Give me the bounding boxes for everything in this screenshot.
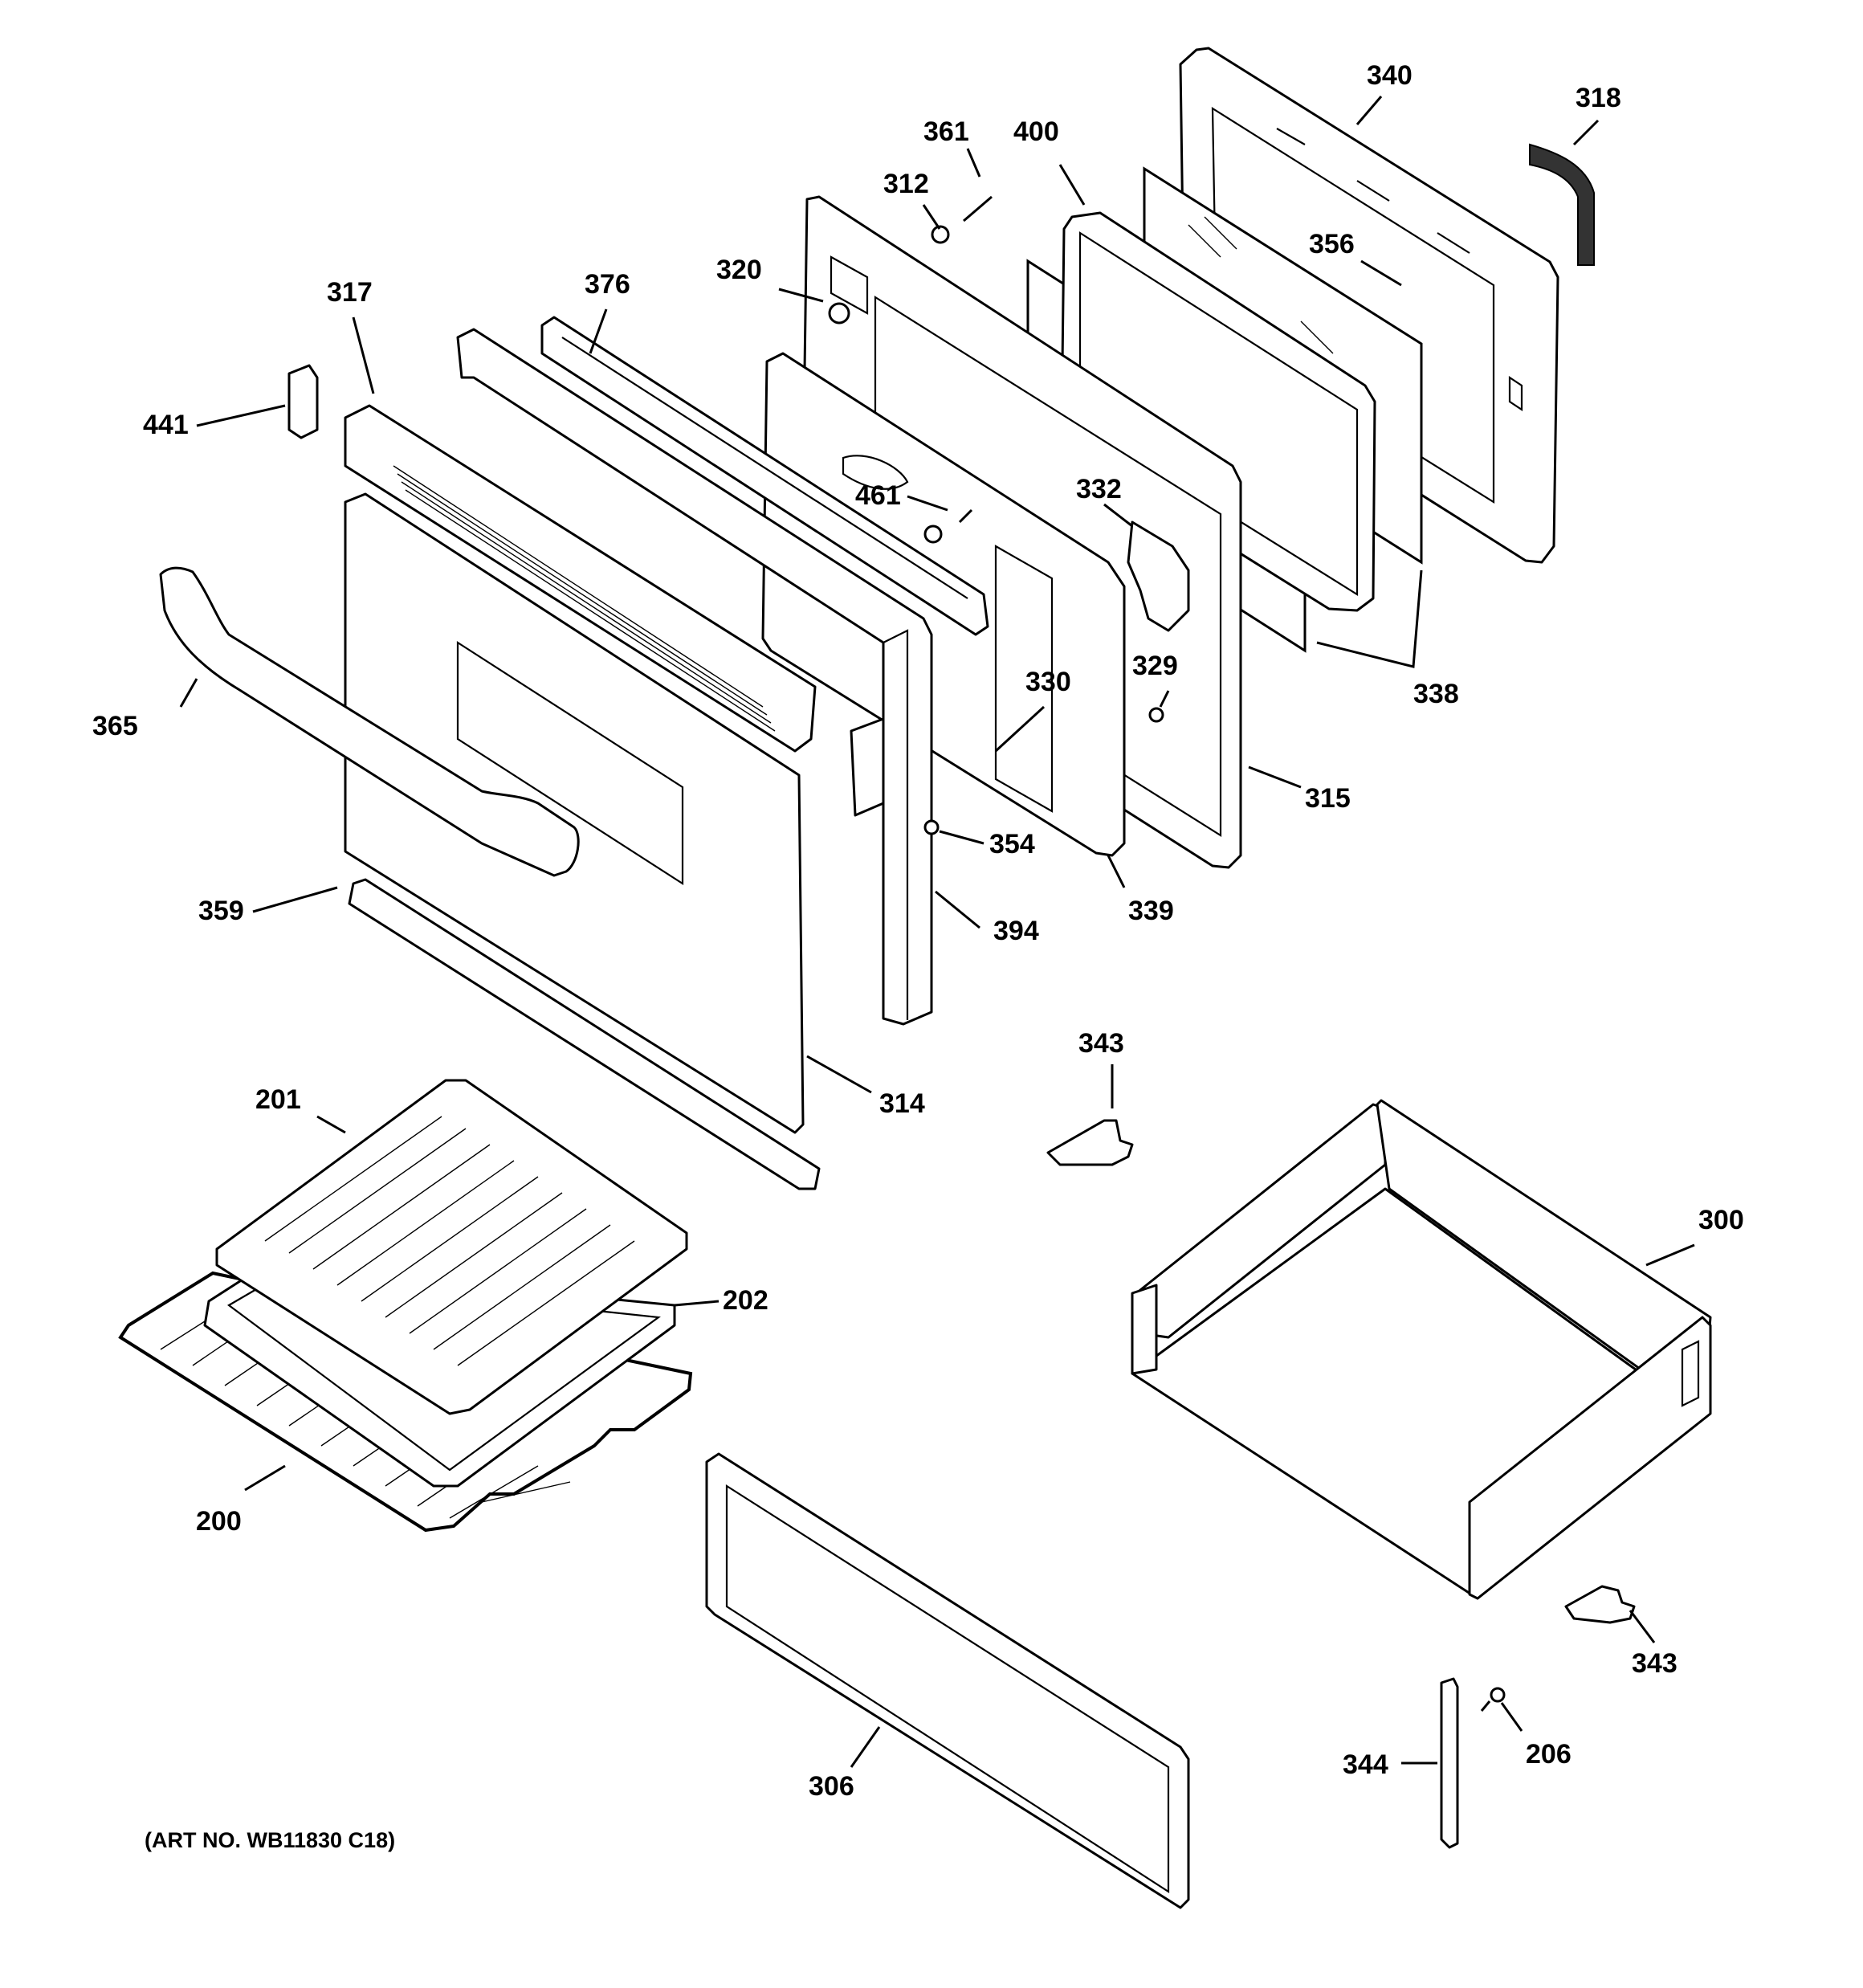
callout-365: 365 bbox=[92, 711, 138, 741]
part-441-bracket bbox=[287, 364, 319, 439]
callout-361: 361 bbox=[923, 116, 969, 147]
part-206-screw bbox=[1480, 1687, 1506, 1712]
part-359-bottom-trim bbox=[348, 878, 821, 1190]
callout-344: 344 bbox=[1343, 1749, 1388, 1780]
callout-315: 315 bbox=[1305, 783, 1351, 814]
callout-339: 339 bbox=[1128, 896, 1174, 926]
part-317-vent-trim bbox=[344, 404, 817, 753]
part-300-drawer-body bbox=[1131, 1099, 1712, 1600]
callout-343-lower: 343 bbox=[1632, 1648, 1678, 1679]
callout-441: 441 bbox=[143, 410, 189, 440]
callout-332: 332 bbox=[1076, 474, 1122, 504]
part-343-slide-lower bbox=[1564, 1585, 1636, 1624]
callout-318: 318 bbox=[1576, 83, 1621, 113]
callout-306: 306 bbox=[809, 1771, 854, 1802]
callout-labels: 340 318 361 400 312 356 320 376 317 441 … bbox=[92, 60, 1744, 1852]
callout-201: 201 bbox=[255, 1084, 301, 1115]
part-343-slide-upper bbox=[1046, 1119, 1134, 1166]
part-314-outer-door bbox=[344, 492, 805, 1134]
callout-329: 329 bbox=[1132, 651, 1178, 681]
callout-312: 312 bbox=[883, 169, 929, 199]
art-number-label: (ART NO. WB11830 C18) bbox=[145, 1828, 395, 1852]
callout-461: 461 bbox=[855, 480, 901, 511]
callout-314: 314 bbox=[879, 1088, 925, 1119]
part-344-rail bbox=[1440, 1677, 1459, 1849]
callout-343-upper: 343 bbox=[1078, 1028, 1124, 1059]
callout-330: 330 bbox=[1025, 667, 1071, 697]
callout-400: 400 bbox=[1013, 116, 1059, 147]
callout-338: 338 bbox=[1413, 679, 1459, 709]
callout-206: 206 bbox=[1526, 1739, 1572, 1770]
callout-394: 394 bbox=[993, 916, 1039, 946]
part-376-top-channel bbox=[540, 316, 989, 636]
part-394-side-frame bbox=[456, 328, 933, 1026]
part-306-drawer-front bbox=[705, 1452, 1190, 1909]
callout-354: 354 bbox=[989, 829, 1035, 859]
leader-lines bbox=[179, 96, 1695, 1768]
callout-202: 202 bbox=[723, 1285, 768, 1316]
part-201-broiler-insert bbox=[215, 1079, 688, 1415]
hardware-screws bbox=[923, 195, 1164, 835]
part-318-gasket bbox=[1529, 143, 1595, 266]
callout-340: 340 bbox=[1367, 60, 1413, 91]
part-332-hinge bbox=[1127, 520, 1190, 632]
callout-359: 359 bbox=[198, 896, 244, 926]
part-365-handle bbox=[159, 566, 580, 877]
callout-320: 320 bbox=[716, 255, 762, 285]
callout-376: 376 bbox=[585, 269, 630, 300]
callout-300: 300 bbox=[1698, 1205, 1744, 1235]
callout-356: 356 bbox=[1309, 229, 1355, 259]
callout-317: 317 bbox=[327, 277, 373, 308]
callout-200: 200 bbox=[196, 1506, 242, 1537]
